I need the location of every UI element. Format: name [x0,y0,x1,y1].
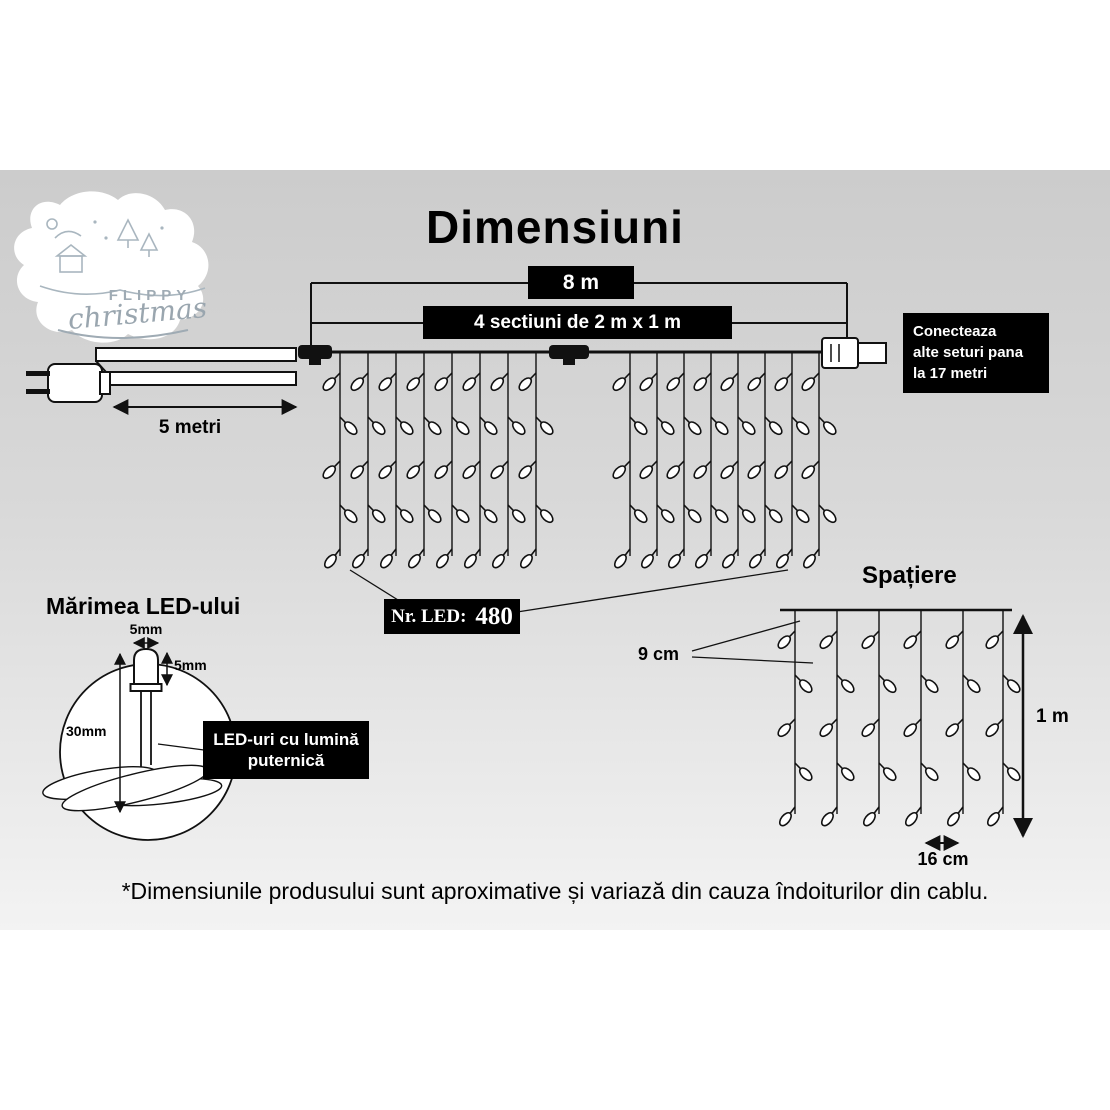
sections-badge: 4 sectiuni de 2 m x 1 m [423,306,732,339]
led-count-badge: Nr. LED: 480 [384,599,520,634]
led-size-title: Mărimea LED-ului [46,593,241,619]
connect-note-line2: alte seturi pana [913,344,1024,361]
total-width-badge: 8 m [528,266,634,299]
connect-note-badge: Conecteaza alte seturi pana la 17 metri [903,313,1049,393]
height-label: 1 m [1036,706,1069,727]
footnote: *Dimensiunile produsului sunt aproximati… [121,878,989,904]
led-note-badge: LED-uri cu lumină puternică [203,721,369,779]
led-note-line2: puternică [247,751,325,770]
spacing-title: Spațiere [862,562,957,589]
page-title: Dimensiuni [426,201,684,253]
logo-brand-text: FLIPPY [108,287,192,304]
lead-wire-label: 5 metri [158,417,222,438]
led-note-line1: LED-uri cu lumină [213,729,359,749]
led-count-label: Nr. LED: [391,605,467,627]
connect-note-line3: la 17 metri [913,365,988,382]
led-count-value: 480 [475,602,513,630]
bulb-width-label: 5mm [129,621,163,637]
drop-spacing-label: 9 cm [638,644,680,664]
connect-note-line1: Conecteaza [913,323,997,340]
total-height-label: 30mm [66,723,107,739]
bottom-spacing-label: 16 cm [917,849,969,869]
bulb-height-label: 5mm [174,657,207,673]
